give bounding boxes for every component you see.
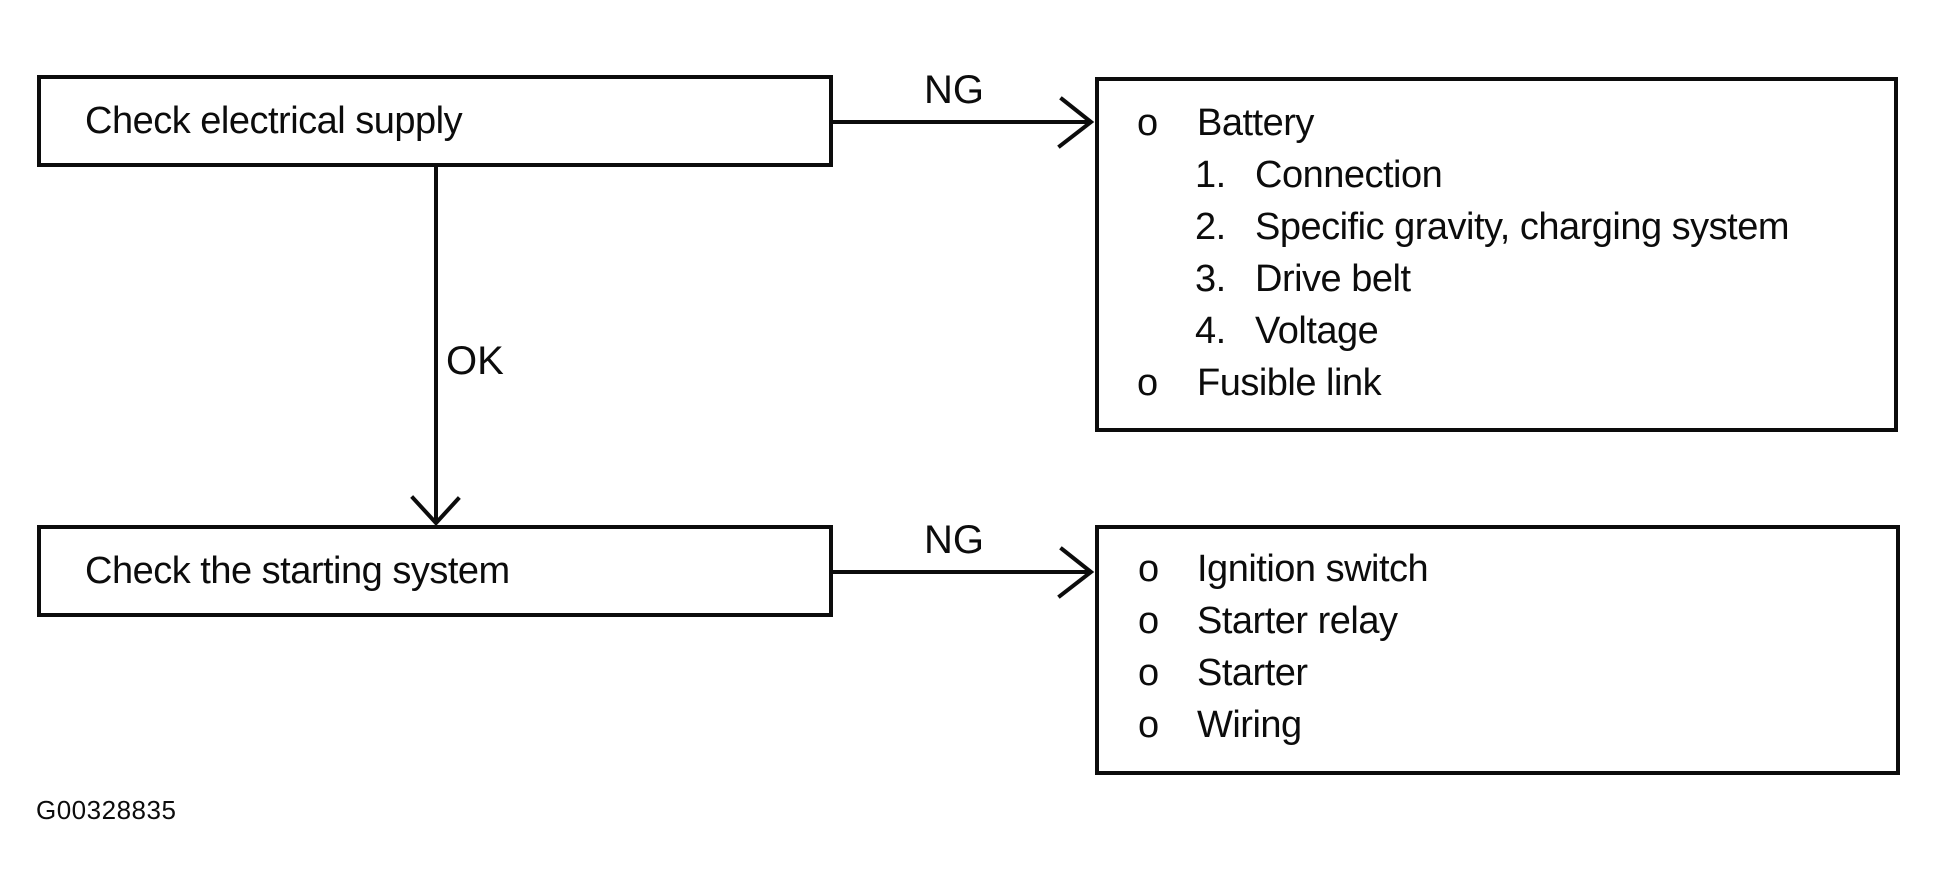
- cause-item: 2. Specific gravity, charging system: [1195, 201, 1884, 253]
- figure-code: G00328835: [36, 795, 177, 825]
- cause-text: Starter: [1197, 652, 1308, 694]
- cause-text: Specific gravity, charging system: [1255, 206, 1790, 248]
- cause-item: 3. Drive belt: [1195, 253, 1884, 305]
- electrical-causes-box: o Battery 1. Connection 2. Specific grav…: [1095, 77, 1898, 432]
- ok-label: OK: [446, 339, 504, 383]
- step-label: Check electrical supply: [85, 99, 463, 142]
- cause-text: Voltage: [1255, 310, 1379, 352]
- cause-item: o Fusible link: [1137, 357, 1884, 409]
- arrowhead-down-icon: [410, 495, 461, 526]
- bullet-marker: o: [1138, 652, 1159, 694]
- step-check-starting-system: Check the starting system: [37, 525, 833, 617]
- ng-label-top: NG: [924, 68, 984, 112]
- number-marker: 1.: [1195, 154, 1226, 196]
- ng-arrow-bottom: [830, 546, 1095, 599]
- ng-label-bottom: NG: [924, 518, 984, 562]
- bullet-marker: o: [1138, 704, 1159, 746]
- cause-text: Battery: [1197, 102, 1314, 144]
- cause-item: o Battery: [1137, 97, 1884, 149]
- starting-causes-box: o Ignition switch o Starter relay o Star…: [1095, 525, 1900, 775]
- number-marker: 3.: [1195, 258, 1226, 300]
- ng-arrow-top: [830, 96, 1095, 149]
- bullet-marker: o: [1137, 362, 1158, 404]
- cause-text: Fusible link: [1197, 362, 1382, 404]
- cause-item: o Wiring: [1138, 699, 1886, 751]
- cause-text: Ignition switch: [1197, 548, 1429, 590]
- cause-text: Wiring: [1197, 704, 1302, 746]
- arrowhead-right-icon: [1057, 546, 1095, 599]
- cause-text: Connection: [1255, 154, 1443, 196]
- ok-arrow-down: [410, 163, 461, 526]
- cause-item: o Ignition switch: [1138, 543, 1886, 595]
- cause-item: o Starter: [1138, 647, 1886, 699]
- cause-text: Starter relay: [1197, 600, 1398, 642]
- arrowhead-right-icon: [1057, 96, 1095, 149]
- cause-item: 4. Voltage: [1195, 305, 1884, 357]
- bullet-marker: o: [1138, 600, 1159, 642]
- step-check-electrical-supply: Check electrical supply: [37, 75, 833, 167]
- bullet-marker: o: [1137, 102, 1158, 144]
- number-marker: 2.: [1195, 206, 1226, 248]
- bullet-marker: o: [1138, 548, 1159, 590]
- number-marker: 4.: [1195, 310, 1226, 352]
- cause-text: Drive belt: [1255, 258, 1411, 300]
- step-label: Check the starting system: [85, 549, 510, 592]
- cause-item: 1. Connection: [1195, 149, 1884, 201]
- cause-item: o Starter relay: [1138, 595, 1886, 647]
